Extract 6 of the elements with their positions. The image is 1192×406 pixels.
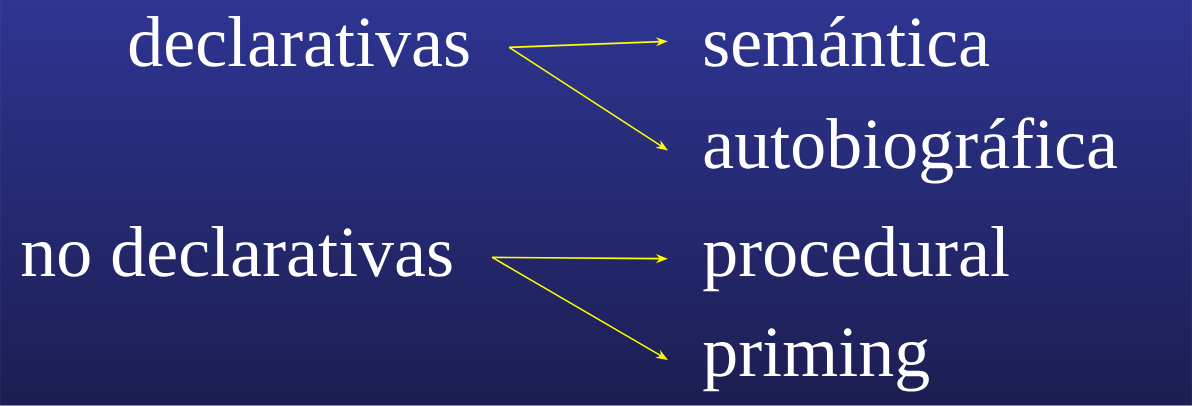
term-label: procedural	[703, 226, 1009, 292]
term-label: no declarativas	[21, 226, 452, 277]
term-label: declarativas	[129, 16, 469, 67]
term-label: semántica	[705, 15, 990, 67]
term-label: priming	[703, 328, 929, 392]
term-label: autobiográfica	[704, 117, 1118, 184]
